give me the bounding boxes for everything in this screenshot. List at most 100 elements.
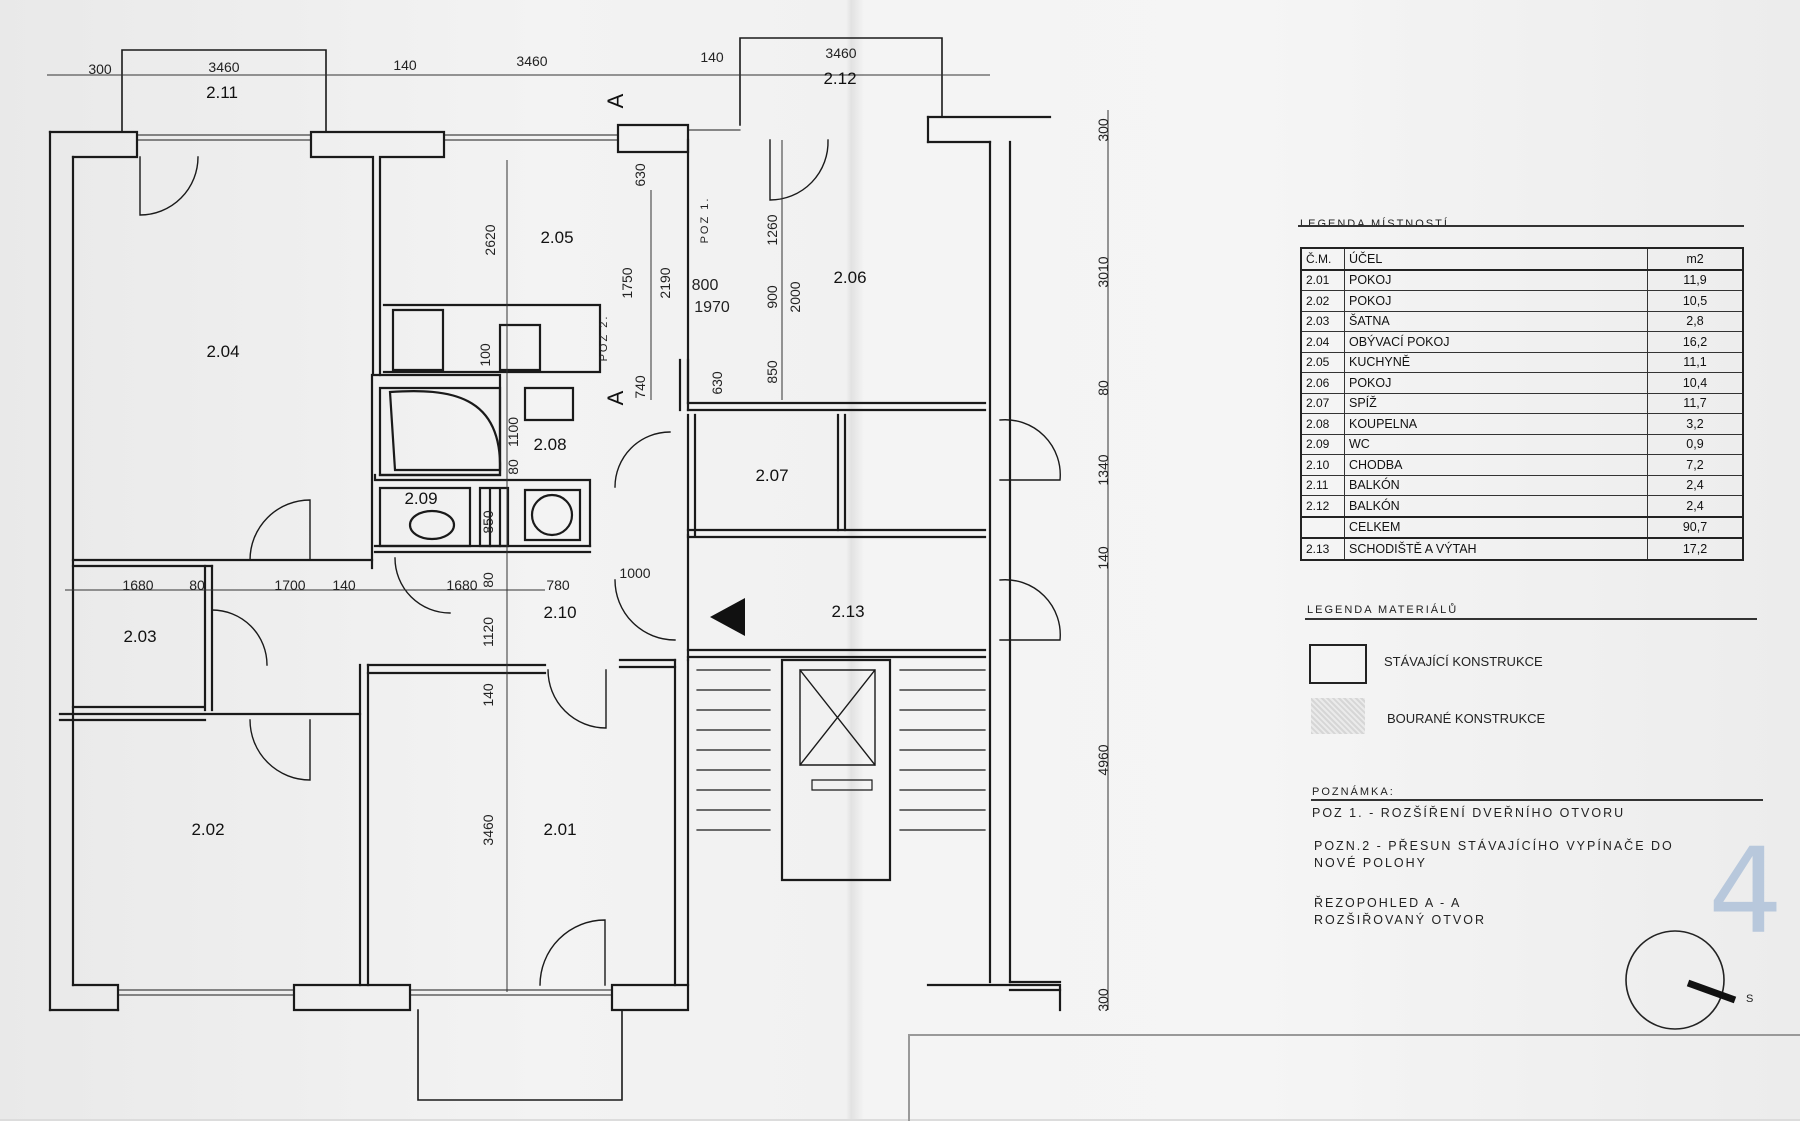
dim-interior: 740 — [632, 375, 648, 399]
table-header-row: Č.M. ÚČEL m2 — [1300, 247, 1744, 271]
table-cell: POKOJ — [1344, 372, 1648, 394]
dim-interior: 1260 — [764, 214, 780, 245]
dim-right: 140 — [1095, 546, 1111, 570]
table-cell: 2.09 — [1300, 433, 1345, 455]
table-cell: SPÍŽ — [1344, 392, 1648, 414]
dim-interior: 1100 — [505, 417, 521, 447]
table-cell: 2,4 — [1647, 495, 1744, 517]
room-label-2.02: 2.02 — [191, 820, 224, 839]
table-cell: WC — [1344, 433, 1648, 455]
poz2-label: POZ 2. — [598, 315, 610, 362]
dim-interior: 3460 — [480, 814, 496, 845]
dim-interior: 1000 — [619, 565, 650, 581]
table-cell: KUCHYNĚ — [1344, 351, 1648, 373]
room-label-2.11: 2.11 — [206, 83, 238, 102]
header-cell: Č.M. — [1300, 247, 1345, 271]
table-cell: 7,2 — [1647, 454, 1744, 476]
dim-right: 300 — [1095, 988, 1111, 1012]
dim-interior: 1680 — [122, 577, 153, 593]
dim-top: 3460 — [208, 59, 239, 75]
dim-right: 1340 — [1095, 454, 1111, 485]
dim-right: 3010 — [1095, 256, 1111, 287]
material-label: BOURANÉ KONSTRUKCE — [1387, 711, 1546, 726]
note-line: ŘEZOPOHLED A - A — [1314, 896, 1462, 910]
note-line: ROZŠIŘOVANÝ OTVOR — [1314, 913, 1486, 927]
room-label-2.01: 2.01 — [543, 820, 576, 839]
table-cell: 10,4 — [1647, 372, 1744, 394]
table-cell: 0,9 — [1647, 433, 1744, 455]
dim-interior: 1700 — [274, 577, 305, 593]
dim-interior: 1680 — [446, 577, 477, 593]
header-cell: m2 — [1647, 247, 1744, 271]
dim-interior: 1750 — [619, 267, 635, 298]
table-cell: 11,9 — [1647, 269, 1744, 291]
room-label-2.12: 2.12 — [823, 69, 856, 88]
legend-materials-title: LEGENDA MATERIÁLŮ — [1307, 604, 1459, 616]
table-cell: 2.05 — [1300, 351, 1345, 373]
table-cell: KOUPELNA — [1344, 413, 1648, 435]
page-number: 4 — [1708, 822, 1784, 960]
room-label-2.04: 2.04 — [206, 342, 239, 361]
room-label-2.10: 2.10 — [543, 603, 576, 622]
note-line: NOVÉ POLOHY — [1314, 856, 1427, 870]
table-cell: 2.04 — [1300, 331, 1345, 353]
dim-interior: 900 — [764, 285, 780, 309]
note-line: POZ 1. - ROZŠÍŘENÍ DVEŘNÍHO OTVORU — [1312, 806, 1626, 820]
dim-interior: 780 — [546, 577, 570, 593]
table-cell: 2.10 — [1300, 454, 1345, 476]
table-cell: 2.02 — [1300, 290, 1345, 312]
table-cell: POKOJ — [1344, 269, 1648, 291]
dim-top: 140 — [700, 49, 724, 65]
dim-interior: 1970 — [694, 299, 730, 316]
room-label-2.08: 2.08 — [533, 435, 566, 454]
legend-rooms-rule — [1298, 225, 1744, 227]
room-label-2.13: 2.13 — [831, 602, 864, 621]
table-cell: 3,2 — [1647, 413, 1744, 435]
title-block-frame — [908, 1034, 1800, 1121]
dim-right: 300 — [1095, 118, 1111, 142]
table-cell: 11,1 — [1647, 351, 1744, 373]
table-cell: ŠATNA — [1344, 310, 1648, 332]
dim-interior: 80 — [505, 459, 521, 475]
table-cell: 2.11 — [1300, 474, 1345, 496]
existing-construction-swatch — [1309, 644, 1367, 684]
table-cell: 2,4 — [1647, 474, 1744, 496]
table-cell — [1300, 515, 1345, 539]
table-cell: CELKEM — [1344, 515, 1648, 539]
north-arrow-icon — [1625, 930, 1725, 1030]
section-mark: A — [603, 390, 628, 405]
dim-interior: 850 — [480, 510, 496, 534]
dim-interior: 140 — [480, 683, 496, 707]
header-cell: ÚČEL — [1344, 247, 1648, 271]
room-label-2.07: 2.07 — [755, 466, 788, 485]
dim-interior: 630 — [632, 163, 648, 187]
table-cell: SCHODIŠTĚ A VÝTAH — [1344, 537, 1648, 560]
room-label-2.03: 2.03 — [123, 627, 156, 646]
table-cell: 90,7 — [1647, 515, 1744, 539]
table-cell: CHODBA — [1344, 454, 1648, 476]
dim-interior: 850 — [764, 360, 780, 384]
dim-top: 3460 — [516, 53, 547, 69]
section-mark: A — [603, 93, 628, 108]
dim-interior: 80 — [189, 577, 205, 593]
dim-interior: 1120 — [480, 617, 496, 647]
legend-rooms-title: LEGENDA MÍSTNOSTÍ — [1300, 218, 1449, 230]
dim-top: 3460 — [825, 45, 856, 61]
dim-interior: 80 — [480, 572, 496, 588]
table-cell: BALKÓN — [1344, 495, 1648, 517]
dim-top: 140 — [393, 57, 417, 73]
note-rule — [1311, 799, 1763, 801]
